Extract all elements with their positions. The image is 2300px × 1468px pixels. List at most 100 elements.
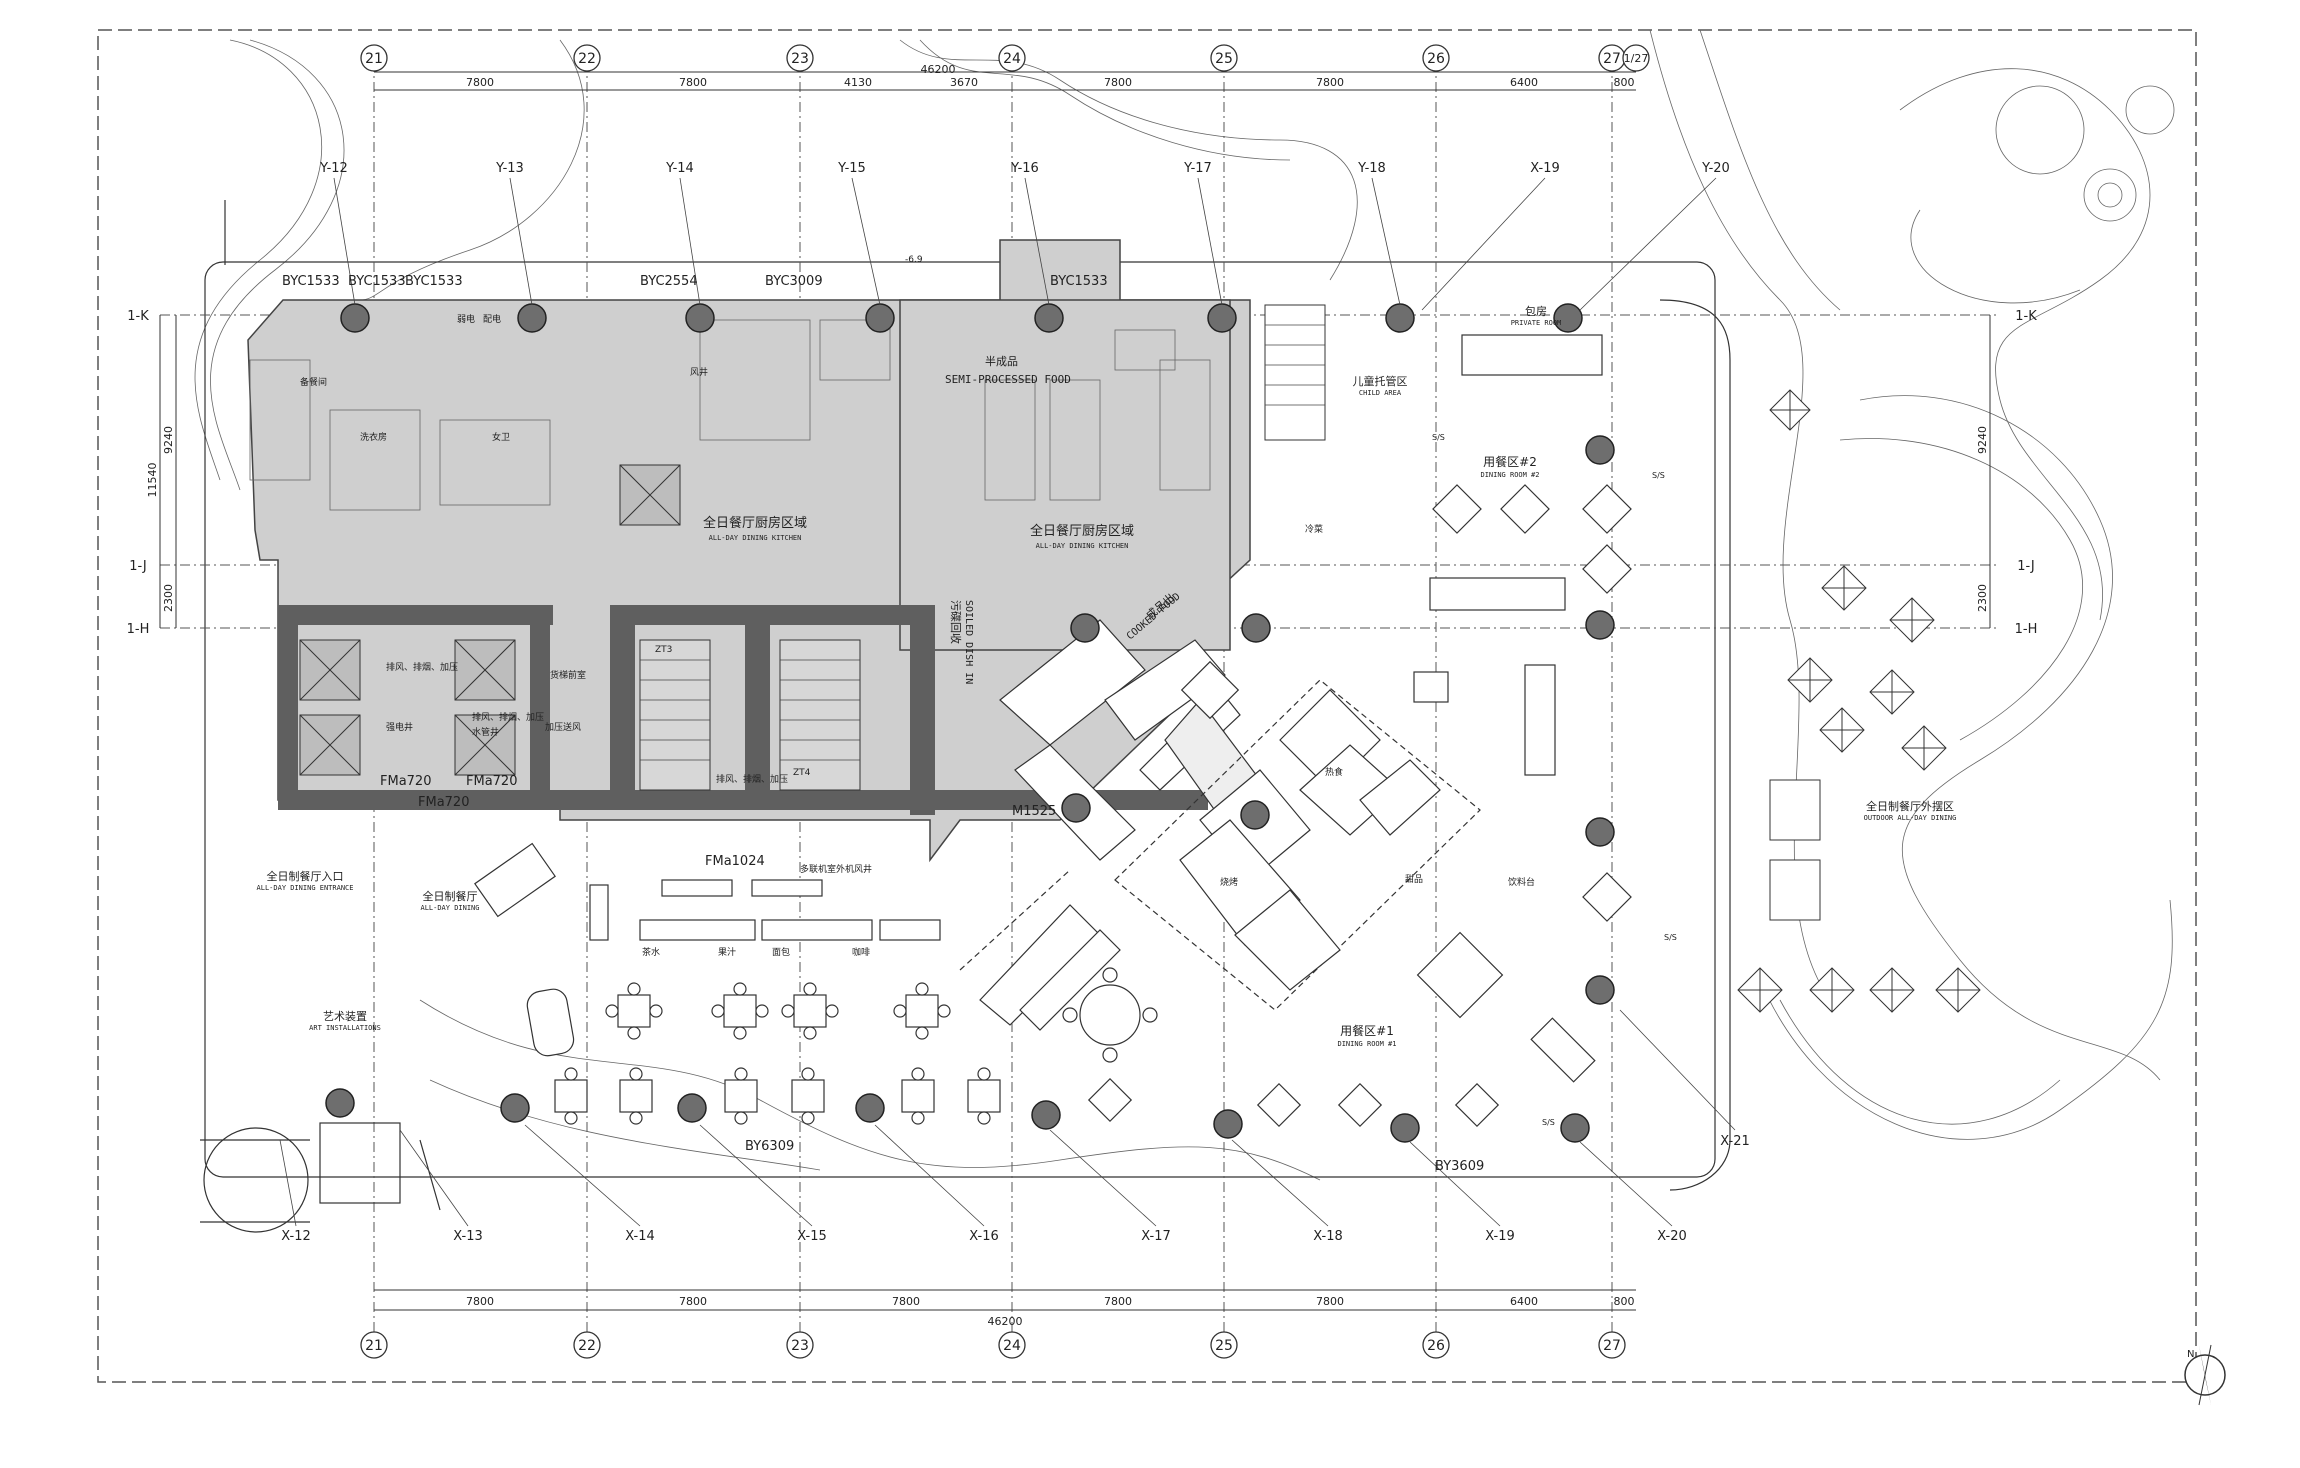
svg-text:1-K: 1-K <box>127 309 149 324</box>
svg-text:3670: 3670 <box>950 76 978 89</box>
svg-text:水管井: 水管井 <box>472 726 499 738</box>
svg-text:7800: 7800 <box>1316 76 1344 89</box>
svg-text:BY3609: BY3609 <box>1435 1159 1484 1174</box>
table-square <box>1500 484 1550 534</box>
svg-text:排风、排烟、加压: 排风、排烟、加压 <box>472 711 544 723</box>
table-square <box>967 1067 1001 1125</box>
svg-text:FMа720: FMа720 <box>466 774 517 789</box>
svg-text:Y-18: Y-18 <box>1357 161 1386 176</box>
svg-text:FMа720: FMа720 <box>380 774 431 789</box>
svg-text:25: 25 <box>1215 1338 1233 1354</box>
svg-text:N: N <box>2187 1349 2194 1360</box>
svg-text:货梯前室: 货梯前室 <box>550 669 586 681</box>
svg-text:ZT4: ZT4 <box>793 768 811 778</box>
table-square <box>554 1067 588 1125</box>
svg-text:ALL-DAY DINING KITCHEN: ALL-DAY DINING KITCHEN <box>1036 542 1129 550</box>
axis-bubble-bottom: 27 <box>1598 1331 1626 1359</box>
table-square <box>1416 931 1504 1019</box>
svg-text:25: 25 <box>1215 51 1233 67</box>
svg-text:BYC2554: BYC2554 <box>640 274 698 289</box>
svg-text:21: 21 <box>365 51 383 67</box>
entrance-counters <box>474 842 941 1057</box>
svg-text:4130: 4130 <box>844 76 872 89</box>
svg-text:洗衣房: 洗衣房 <box>360 431 387 443</box>
svg-text:X-21: X-21 <box>1720 1134 1750 1149</box>
svg-text:Y-20: Y-20 <box>1701 161 1730 176</box>
table-square <box>1087 1077 1133 1123</box>
svg-text:饮料台: 饮料台 <box>1508 876 1535 888</box>
svg-text:BYC1533: BYC1533 <box>348 274 406 289</box>
svg-text:儿童托管区: 儿童托管区 <box>1353 374 1408 388</box>
table-square <box>619 1067 653 1125</box>
svg-text:26: 26 <box>1427 51 1445 67</box>
svg-text:面包: 面包 <box>772 946 790 958</box>
svg-text:Y-12: Y-12 <box>319 161 348 176</box>
svg-text:弱电: 弱电 <box>457 313 475 325</box>
svg-text:27: 27 <box>1603 1338 1621 1354</box>
svg-text:全日餐厅厨房区域: 全日餐厅厨房区域 <box>1030 523 1134 539</box>
y-axis-labels: Y-12 Y-13 Y-14 Y-15 Y-16 Y-17 Y-18 X-19 … <box>319 161 1730 176</box>
svg-text:Y-15: Y-15 <box>837 161 866 176</box>
svg-text:46200: 46200 <box>988 1315 1023 1328</box>
row-dimensions: 11540 9240 2300 9240 2300 <box>146 426 1989 612</box>
svg-text:备餐间: 备餐间 <box>300 376 327 388</box>
svg-text:9240: 9240 <box>1976 426 1989 454</box>
svg-text:27: 27 <box>1603 51 1621 67</box>
bottom-axis-bubbles: 21 22 23 24 25 26 27 <box>360 1331 1626 1359</box>
svg-text:热食: 热食 <box>1325 766 1343 778</box>
row-axis-labels: 1-K 1-J 1-H 1-K 1-J 1-H <box>127 309 2038 637</box>
svg-text:全日制餐厅入口: 全日制餐厅入口 <box>267 869 344 883</box>
svg-text:6400: 6400 <box>1510 1295 1538 1308</box>
svg-text:艺术装置: 艺术装置 <box>323 1010 367 1023</box>
svg-text:咖啡: 咖啡 <box>852 946 870 958</box>
svg-text:X-14: X-14 <box>625 1229 655 1244</box>
svg-text:9240: 9240 <box>162 426 175 454</box>
svg-text:X-20: X-20 <box>1657 1229 1687 1244</box>
svg-text:24: 24 <box>1003 1338 1021 1354</box>
svg-text:ALL-DAY DINING KITCHEN: ALL-DAY DINING KITCHEN <box>709 534 802 542</box>
door-tags: BYC1533 BYC1533 BYC1533 BYC2554 BYC3009 … <box>282 255 1484 1174</box>
x-axis-labels: X-12 X-13 X-14 X-15 X-16 X-17 X-18 X-19 … <box>281 1134 1750 1244</box>
axis-bubble-top: 22 <box>573 44 601 72</box>
axis-bubble-top: 27 <box>1598 44 1626 72</box>
table-long <box>1429 577 1566 611</box>
svg-text:PRIVATE ROOM: PRIVATE ROOM <box>1511 319 1562 327</box>
columns <box>325 303 1615 1143</box>
table-square <box>791 1067 825 1125</box>
drawing-border <box>97 29 2197 1383</box>
axis-bubble-top: 25 <box>1210 44 1238 72</box>
svg-text:ZT3: ZT3 <box>655 645 672 655</box>
table-long <box>1180 660 1240 720</box>
table-square <box>1337 1082 1383 1128</box>
svg-text:Y-14: Y-14 <box>665 161 694 176</box>
table-long <box>1524 664 1556 776</box>
svg-text:1/27: 1/27 <box>1624 52 1649 65</box>
table-square <box>724 1067 758 1125</box>
svg-text:Y-16: Y-16 <box>1010 161 1039 176</box>
svg-text:46200: 46200 <box>921 63 956 76</box>
top-dimensions: 7800 7800 4130 3670 7800 7800 6400 800 4… <box>466 63 1635 89</box>
svg-text:1-J: 1-J <box>2017 559 2035 574</box>
table-square <box>781 982 839 1040</box>
svg-text:S/S: S/S <box>1432 433 1445 442</box>
y-axis-leaders <box>333 177 1717 311</box>
svg-text:排风、排烟、加压: 排风、排烟、加压 <box>716 773 788 785</box>
svg-text:22: 22 <box>578 1338 596 1354</box>
x-axis-leaders <box>279 1009 1736 1227</box>
bottom-dimensions: 7800 7800 7800 7800 7800 6400 800 46200 <box>466 1295 1635 1328</box>
table-square <box>1582 872 1632 922</box>
axis-bubble-top: 24 <box>998 44 1026 72</box>
svg-text:DINING ROOM #2: DINING ROOM #2 <box>1480 471 1539 479</box>
table-square <box>1413 671 1449 703</box>
svg-text:冷菜: 冷菜 <box>1305 523 1323 535</box>
table-square <box>1432 484 1482 534</box>
table-square <box>1582 484 1632 534</box>
axis-bubble-bottom: 26 <box>1422 1331 1450 1359</box>
svg-text:风井: 风井 <box>690 366 708 378</box>
table-square <box>1454 1082 1500 1128</box>
svg-text:配电: 配电 <box>483 313 501 325</box>
svg-text:1-K: 1-K <box>2015 309 2037 324</box>
core-walls <box>278 304 1326 815</box>
outdoor-umbrellas <box>1737 389 1981 1013</box>
